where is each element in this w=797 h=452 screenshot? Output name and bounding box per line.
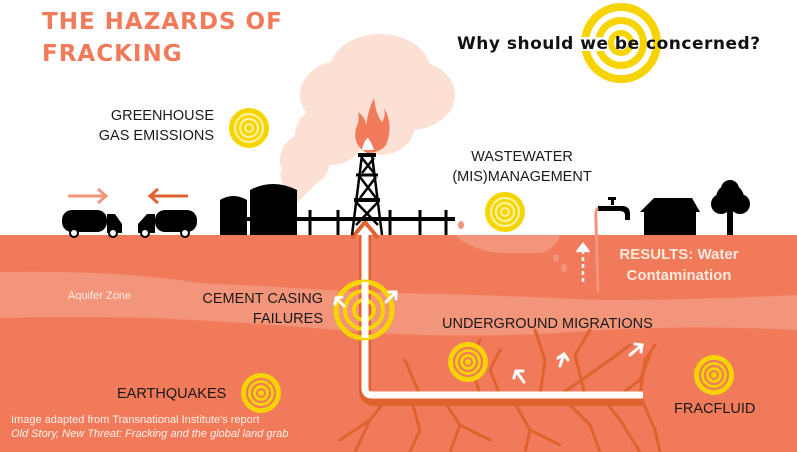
ground [0, 235, 797, 452]
credit-line-1: Image adapted from Transnational Institu… [11, 414, 260, 426]
label-greenhouse-gas: GREENHOUSE GAS EMISSIONS [99, 106, 214, 146]
label-wastewater-line-1: WASTEWATER [471, 149, 573, 165]
hazard-icon-earthquakes [239, 371, 283, 415]
wastewater-droplets [458, 221, 567, 272]
well-pipe [350, 218, 643, 406]
hazard-icon-greenhouse [227, 106, 271, 150]
hazard-icon-fracfluid [692, 353, 736, 397]
hazard-icon-wastewater [483, 190, 527, 234]
wastewater-pond [455, 235, 560, 253]
label-results-line-1: RESULTS: Water [619, 246, 739, 263]
truck-left [138, 210, 197, 238]
contaminated-water-stream [594, 206, 600, 293]
label-greenhouse-line-1: GREENHOUSE [110, 108, 214, 124]
arrow-up-dashed-icon [576, 241, 590, 282]
title-line-2: FRACKING [42, 41, 183, 67]
flame-icon [355, 98, 390, 153]
label-wastewater: WASTEWATER (MIS)MANAGEMENT [452, 147, 592, 187]
label-cement-casing-failures: CEMENT CASING FAILURES [202, 289, 323, 329]
title-line-1: THE HAZARDS OF [42, 9, 283, 35]
drilling-rig [350, 153, 384, 236]
hazard-icon-migrations [446, 340, 490, 384]
arrow-left-icon [147, 187, 188, 205]
infographic-title: THE HAZARDS OF FRACKING [42, 6, 283, 70]
migration-arrows [333, 290, 644, 384]
label-earthquakes: EARTHQUAKES [117, 386, 227, 402]
fracture-cracks [338, 328, 662, 452]
label-results-water-contamination: RESULTS: Water Contamination [604, 244, 754, 286]
subtitle: Why should we be concerned? [457, 34, 761, 54]
label-aquifer-zone: Aquifer Zone [68, 290, 131, 302]
label-greenhouse-line-2: GAS EMISSIONS [98, 128, 214, 144]
label-cement-line-2: FAILURES [252, 311, 323, 327]
aquifer-band [0, 271, 797, 336]
arrow-right-icon [68, 187, 109, 205]
house-icon [640, 198, 700, 235]
image-credit: Image adapted from Transnational Institu… [11, 413, 288, 441]
label-underground-migrations: UNDERGROUND MIGRATIONS [442, 316, 653, 332]
storage-tanks [220, 184, 297, 235]
truck-right [62, 210, 122, 238]
label-wastewater-line-2: (MIS)MANAGEMENT [452, 169, 592, 185]
hazard-icon-main [579, 3, 661, 83]
tree-icon [711, 180, 750, 235]
label-cement-line-1: CEMENT CASING [202, 291, 323, 307]
label-results-line-2: Contamination [626, 267, 732, 284]
pipeline-fence [245, 210, 455, 235]
faucet-icon [598, 197, 630, 220]
credit-line-2: Old Story, New Threat: Fracking and the … [11, 428, 289, 440]
label-fracfluid: FRACFLUID [674, 401, 756, 417]
